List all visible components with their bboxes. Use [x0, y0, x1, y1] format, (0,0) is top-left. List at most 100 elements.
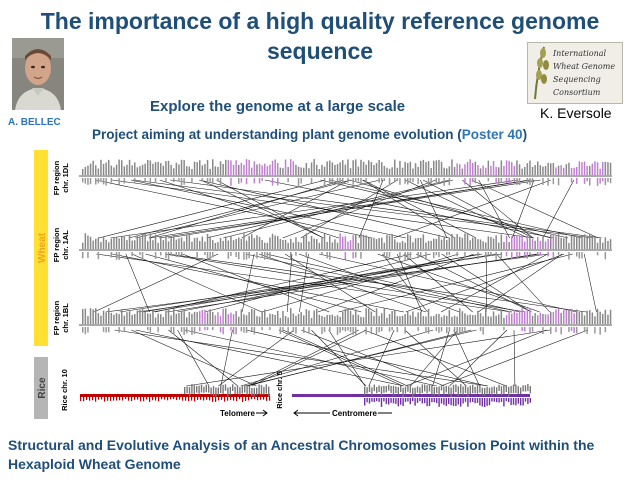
gene-mark: [451, 233, 453, 249]
rice-gene-mark: [185, 397, 187, 401]
rice-gene-mark: [469, 398, 471, 403]
gene-mark: [404, 314, 406, 324]
gene-mark: [352, 160, 354, 175]
track-1dl-genes: [82, 159, 612, 186]
gene-mark: [391, 233, 393, 249]
gene-mark: [277, 310, 279, 324]
gene-mark: [461, 237, 464, 249]
gene-mark: [310, 162, 313, 175]
gene-mark: [456, 234, 458, 249]
gene-mark: [347, 327, 349, 331]
gene-mark: [446, 327, 448, 334]
gene-mark: [154, 317, 157, 324]
gene-mark: [160, 314, 162, 324]
gene-mark: [396, 327, 399, 333]
rice-gene-mark: [467, 387, 469, 397]
rice-gene-mark: [182, 397, 184, 401]
gene-mark: [178, 164, 180, 175]
link-1al-1bl: [93, 253, 219, 313]
gene-mark: [435, 238, 438, 249]
rice-gene-mark: [149, 397, 151, 402]
gene-mark: [360, 159, 362, 175]
gene-mark: [425, 252, 427, 260]
gene-mark: [576, 236, 578, 249]
gene-mark: [180, 159, 183, 175]
gene-mark: [537, 161, 539, 175]
gene-mark: [446, 315, 448, 324]
gene-mark: [199, 240, 201, 249]
rice-gene-mark: [158, 397, 160, 402]
link-1dl-1al: [148, 179, 344, 239]
rice-gene-mark: [414, 398, 416, 406]
gene-mark: [399, 160, 401, 175]
gene-mark: [102, 178, 105, 185]
gene-mark: [188, 233, 191, 249]
rice-gene-mark: [146, 397, 148, 400]
gene-mark: [373, 237, 375, 249]
gene-mark: [204, 327, 206, 331]
gene-mark: [121, 309, 123, 324]
gene-mark: [516, 235, 518, 249]
gene-mark: [425, 242, 427, 249]
gene-mark: [420, 252, 422, 257]
gene-mark: [269, 327, 271, 330]
gene-mark: [199, 327, 201, 332]
rice-gene-mark: [409, 384, 411, 393]
gene-mark: [472, 237, 474, 249]
gene-mark: [225, 159, 227, 175]
rice-gene-mark: [409, 398, 411, 405]
gene-mark: [555, 327, 557, 333]
gene-mark: [547, 252, 549, 257]
gene-mark: [581, 252, 583, 259]
track-1al-label-b: chr. 1AL: [61, 230, 70, 260]
rice-gene-mark: [524, 385, 527, 392]
link-1al-1bl: [204, 253, 431, 313]
gene-mark: [474, 315, 477, 324]
gene-mark: [516, 313, 518, 324]
gene-mark: [607, 178, 609, 183]
gene-mark: [552, 163, 555, 175]
gene-mark: [511, 313, 513, 324]
rice-gene-mark: [491, 387, 493, 396]
gene-mark: [118, 327, 120, 333]
track-1dl-label-a: FP region: [52, 160, 61, 195]
gene-mark: [560, 327, 562, 335]
gene-mark: [180, 237, 183, 249]
gene-mark: [97, 313, 100, 324]
gene-mark: [477, 252, 479, 260]
gene-mark: [238, 237, 240, 249]
gene-mark: [167, 252, 170, 260]
gene-mark: [193, 161, 196, 175]
gene-mark: [323, 317, 326, 324]
gene-mark: [604, 161, 607, 175]
rice-gene-mark: [397, 398, 399, 407]
rice-gene-mark: [137, 397, 139, 400]
gene-mark: [227, 252, 230, 259]
gene-mark: [581, 311, 583, 324]
rice-gene-mark: [520, 387, 522, 395]
rice-gene-mark: [196, 386, 198, 393]
gene-mark: [258, 316, 261, 324]
gene-mark: [524, 311, 526, 324]
gene-mark: [422, 234, 425, 249]
gene-mark: [105, 312, 107, 324]
gene-mark: [521, 308, 523, 324]
gene-mark: [290, 308, 292, 324]
gene-mark: [105, 239, 107, 249]
gene-mark: [334, 316, 336, 324]
gene-mark: [529, 327, 531, 334]
link-1dl-1al: [471, 179, 599, 239]
gene-mark: [482, 316, 484, 324]
gene-mark: [342, 178, 344, 186]
gene-mark: [511, 252, 513, 260]
gene-mark: [604, 309, 607, 324]
link-1al-1bl: [319, 253, 578, 313]
rice-gene-mark: [373, 398, 375, 402]
rice-gene-mark: [462, 398, 464, 404]
rice-gene-mark: [230, 397, 232, 400]
gene-mark: [256, 252, 258, 259]
rice-gene-mark: [152, 397, 154, 401]
gene-mark: [357, 178, 360, 182]
gene-mark: [134, 178, 136, 184]
gene-mark: [498, 242, 500, 249]
